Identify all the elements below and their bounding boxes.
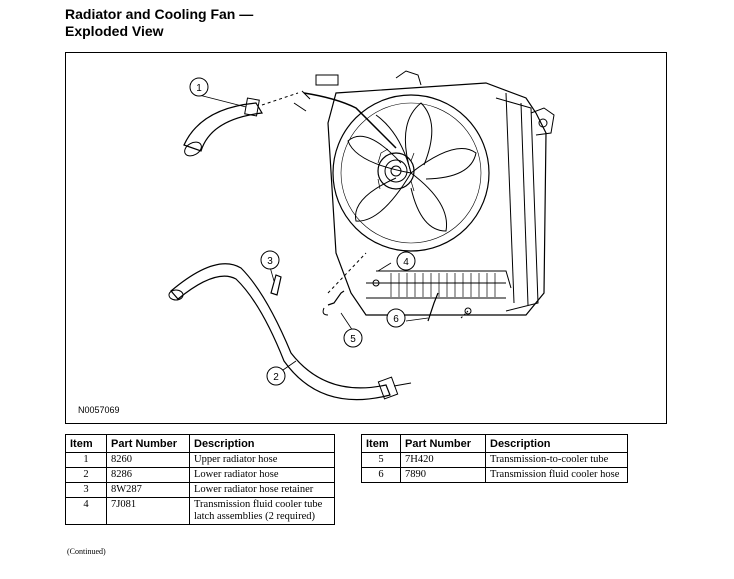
cell-item: 3 [65, 482, 107, 498]
title-line-1: Radiator and Cooling Fan — [65, 6, 254, 22]
cell-part-number: 7H420 [400, 452, 486, 468]
callout-1-circle [189, 77, 209, 97]
page-title: Radiator and Cooling Fan — Exploded View [65, 6, 253, 40]
cell-item: 1 [65, 452, 107, 468]
table-row: 6 7890 Transmission fluid cooler hose [361, 467, 628, 483]
cooler-tubes [322, 279, 472, 322]
hose-retainer [270, 274, 282, 296]
table-row: 3 8W287 Lower radiator hose retainer [65, 482, 335, 498]
figure-code: N0057069 [78, 405, 120, 415]
cell-part-number: 7J081 [106, 497, 190, 525]
cell-part-number: 8260 [106, 452, 190, 468]
callout-leaders [198, 94, 429, 371]
parts-table-right: Item Part Number Description 5 7H420 Tra… [361, 434, 628, 483]
table-header-row: Item Part Number Description [65, 434, 335, 453]
callout-2-circle [266, 366, 286, 386]
table-header-row: Item Part Number Description [361, 434, 628, 453]
callout-1-label: 1 [196, 83, 202, 94]
header-description: Description [485, 434, 628, 453]
cell-description: Lower radiator hose [189, 467, 335, 483]
cell-part-number: 8W287 [106, 482, 190, 498]
header-part-number: Part Number [400, 434, 486, 453]
callout-5-circle [343, 328, 363, 348]
lower-radiator-hose [168, 252, 412, 401]
cell-item: 5 [361, 452, 401, 468]
callout-4-label: 4 [403, 257, 409, 268]
cell-description: Lower radiator hose retainer [189, 482, 335, 498]
callout-3-label: 3 [267, 256, 273, 267]
callout-4-circle [396, 251, 416, 271]
cell-description: Transmission fluid cooler hose [485, 467, 628, 483]
callout-2-label: 2 [273, 372, 279, 383]
header-item: Item [65, 434, 107, 453]
cell-item: 6 [361, 467, 401, 483]
upper-radiator-hose [183, 92, 299, 157]
table-row: 5 7H420 Transmission-to-cooler tube [361, 452, 628, 468]
table-row: 2 8286 Lower radiator hose [65, 467, 335, 483]
callout-3-circle [260, 250, 280, 270]
cell-description: Upper radiator hose [189, 452, 335, 468]
header-description: Description [189, 434, 335, 453]
cell-description: Transmission fluid cooler tube latch ass… [189, 497, 335, 525]
callout-6-label: 6 [393, 314, 399, 325]
table-row: 1 8260 Upper radiator hose [65, 452, 335, 468]
callout-6-circle [386, 308, 406, 328]
callout-5-label: 5 [350, 334, 356, 345]
radiator-fan-drawing [168, 70, 555, 401]
continued-note: (Continued) [67, 547, 106, 556]
table-row: 4 7J081 Transmission fluid cooler tube l… [65, 497, 335, 525]
cell-part-number: 8286 [106, 467, 190, 483]
cell-description: Transmission-to-cooler tube [485, 452, 628, 468]
cell-part-number: 7890 [400, 467, 486, 483]
cooling-fan [293, 90, 490, 252]
header-item: Item [361, 434, 401, 453]
cell-item: 4 [65, 497, 107, 525]
cell-item: 2 [65, 467, 107, 483]
header-part-number: Part Number [106, 434, 190, 453]
exploded-view-figure: 1 2 3 4 5 6 N0057069 [65, 52, 667, 424]
parts-table-left: Item Part Number Description 1 8260 Uppe… [65, 434, 335, 525]
title-line-2: Exploded View [65, 23, 164, 39]
callout-circles: 1 2 3 4 5 6 [189, 77, 416, 386]
